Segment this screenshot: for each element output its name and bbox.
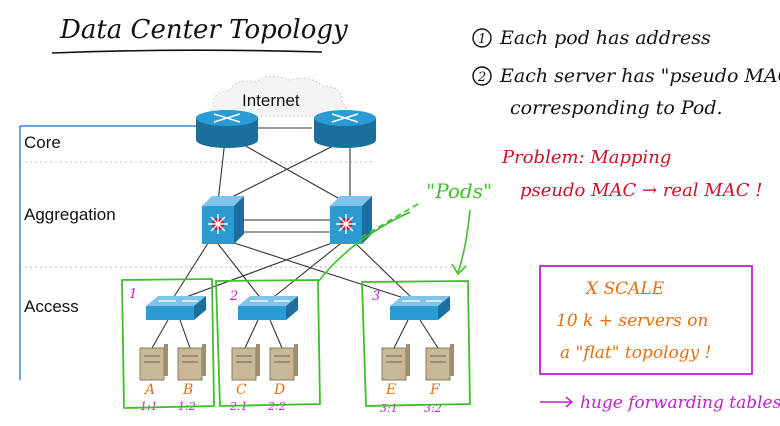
- server-a-letter: A: [143, 382, 155, 398]
- note-2-number: 2: [477, 70, 486, 85]
- page-title: Data Center Topology: [59, 15, 348, 45]
- internet-cloud: Internet: [209, 76, 347, 117]
- pod-3-number: 3: [372, 289, 380, 304]
- note-1-number: 1: [478, 32, 486, 47]
- pod-1-outline: [121, 278, 215, 409]
- scale-line3: a "flat" topology !: [560, 343, 711, 363]
- core-router-left: [196, 110, 258, 148]
- server-a: [139, 344, 168, 381]
- core-router-right: [314, 110, 376, 148]
- scale-box: [539, 265, 753, 375]
- server-f: [425, 344, 454, 381]
- servers: [139, 344, 454, 381]
- access-switch-1: [146, 296, 206, 320]
- server-d-address: 2:2: [267, 400, 286, 413]
- notes: 1 Each pod has address 2 Each server has…: [472, 27, 780, 119]
- note-1: Each pod has address: [499, 27, 711, 49]
- server-f-letter: F: [429, 382, 441, 398]
- pod-1-number: 1: [129, 287, 137, 302]
- pod-2-number: 2: [229, 289, 238, 304]
- note-2-line1: Each server has "pseudo MAC": [499, 65, 780, 87]
- server-a-address: 1:1: [140, 400, 158, 413]
- pod-outlines: [121, 278, 471, 409]
- problem-line1: Problem: Mapping: [501, 147, 671, 168]
- server-b: [177, 344, 206, 381]
- scale-line1: X SCALE: [584, 279, 665, 299]
- note-2-circle: [472, 66, 492, 86]
- access-switch-3: [390, 296, 450, 320]
- layer-core-label: Core: [24, 133, 61, 152]
- problem-line2: pseudo MAC → real MAC !: [520, 180, 762, 201]
- pod-2-outline: [215, 279, 321, 407]
- server-e: [381, 344, 410, 381]
- pod-numbers: 1 2 3: [129, 287, 380, 304]
- aggregation-switch-right: [330, 196, 372, 244]
- note-2-line2: corresponding to Pod.: [510, 97, 723, 119]
- server-d: [269, 344, 298, 381]
- server-c: [231, 344, 260, 381]
- server-e-address: 3:1: [380, 402, 398, 415]
- problem-note: Problem: Mapping pseudo MAC → real MAC !: [501, 147, 762, 201]
- note-1-circle: [472, 28, 492, 48]
- server-d-letter: D: [273, 382, 285, 398]
- layer-access-label: Access: [24, 297, 79, 316]
- forwarding-note-text: huge forwarding tables': [580, 393, 780, 413]
- layer-bracket: [19, 125, 466, 380]
- server-c-letter: C: [236, 382, 247, 398]
- access-switch-2: [238, 296, 298, 320]
- pod-3-outline: [361, 280, 471, 407]
- scale-line2: 10 k + servers on: [556, 311, 708, 331]
- pods-callout-arrows: [317, 203, 471, 283]
- server-b-letter: B: [182, 382, 193, 398]
- title-underline: [51, 49, 323, 54]
- server-e-letter: E: [385, 382, 396, 398]
- links: [151, 127, 439, 349]
- layer-aggregation-label: Aggregation: [24, 205, 116, 224]
- internet-label: Internet: [242, 91, 300, 110]
- forwarding-note: huge forwarding tables': [540, 393, 780, 413]
- pods-callout: "Pods": [426, 179, 492, 203]
- scale-text: X SCALE 10 k + servers on a "flat" topol…: [556, 279, 711, 363]
- aggregation-switch-left: [202, 196, 244, 244]
- server-letters: A B C D E F: [143, 382, 441, 398]
